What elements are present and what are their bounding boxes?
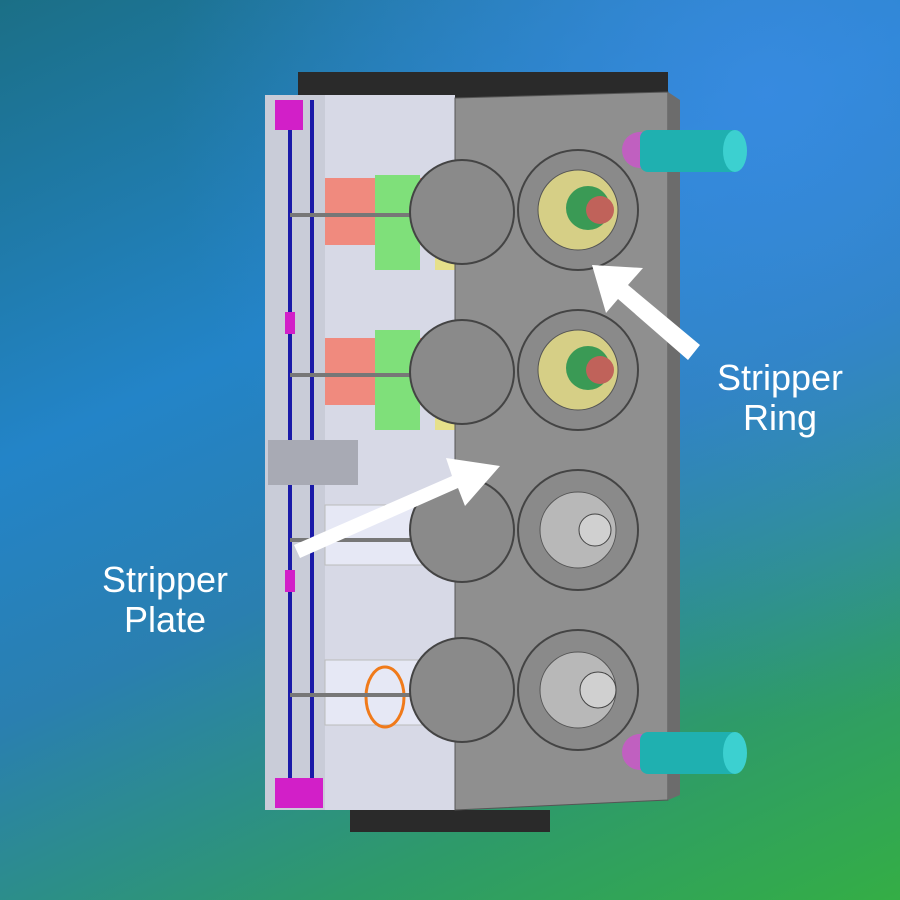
guide-pin-bottom — [622, 732, 747, 774]
section-cavity — [268, 440, 358, 485]
label-line: Stripper — [101, 559, 229, 600]
arrow-stripper-plate — [294, 458, 500, 558]
arrow-stripper-ring — [592, 265, 700, 360]
stripper-ring-4 — [517, 629, 639, 751]
stripper-ring-2 — [517, 309, 639, 431]
marker-magenta — [275, 778, 323, 808]
guide-pin-top — [622, 130, 747, 172]
label-line: Stripper — [716, 357, 844, 398]
bottom-clamp-plate — [350, 810, 550, 832]
label-line: Plate — [123, 599, 207, 640]
cavity-column-2 — [517, 149, 639, 751]
cavity-column-1 — [409, 159, 515, 743]
stripper-ring-3 — [517, 469, 639, 591]
marker-magenta — [285, 570, 295, 592]
plate-side — [668, 92, 680, 800]
label-line: Ring — [742, 397, 818, 438]
stripper-plate-label: Stripper Plate — [80, 560, 250, 640]
stripper-ring-1 — [517, 149, 639, 271]
stripper-ring-label: Stripper Ring — [700, 358, 860, 438]
marker-magenta — [275, 100, 303, 130]
marker-magenta — [285, 312, 295, 334]
